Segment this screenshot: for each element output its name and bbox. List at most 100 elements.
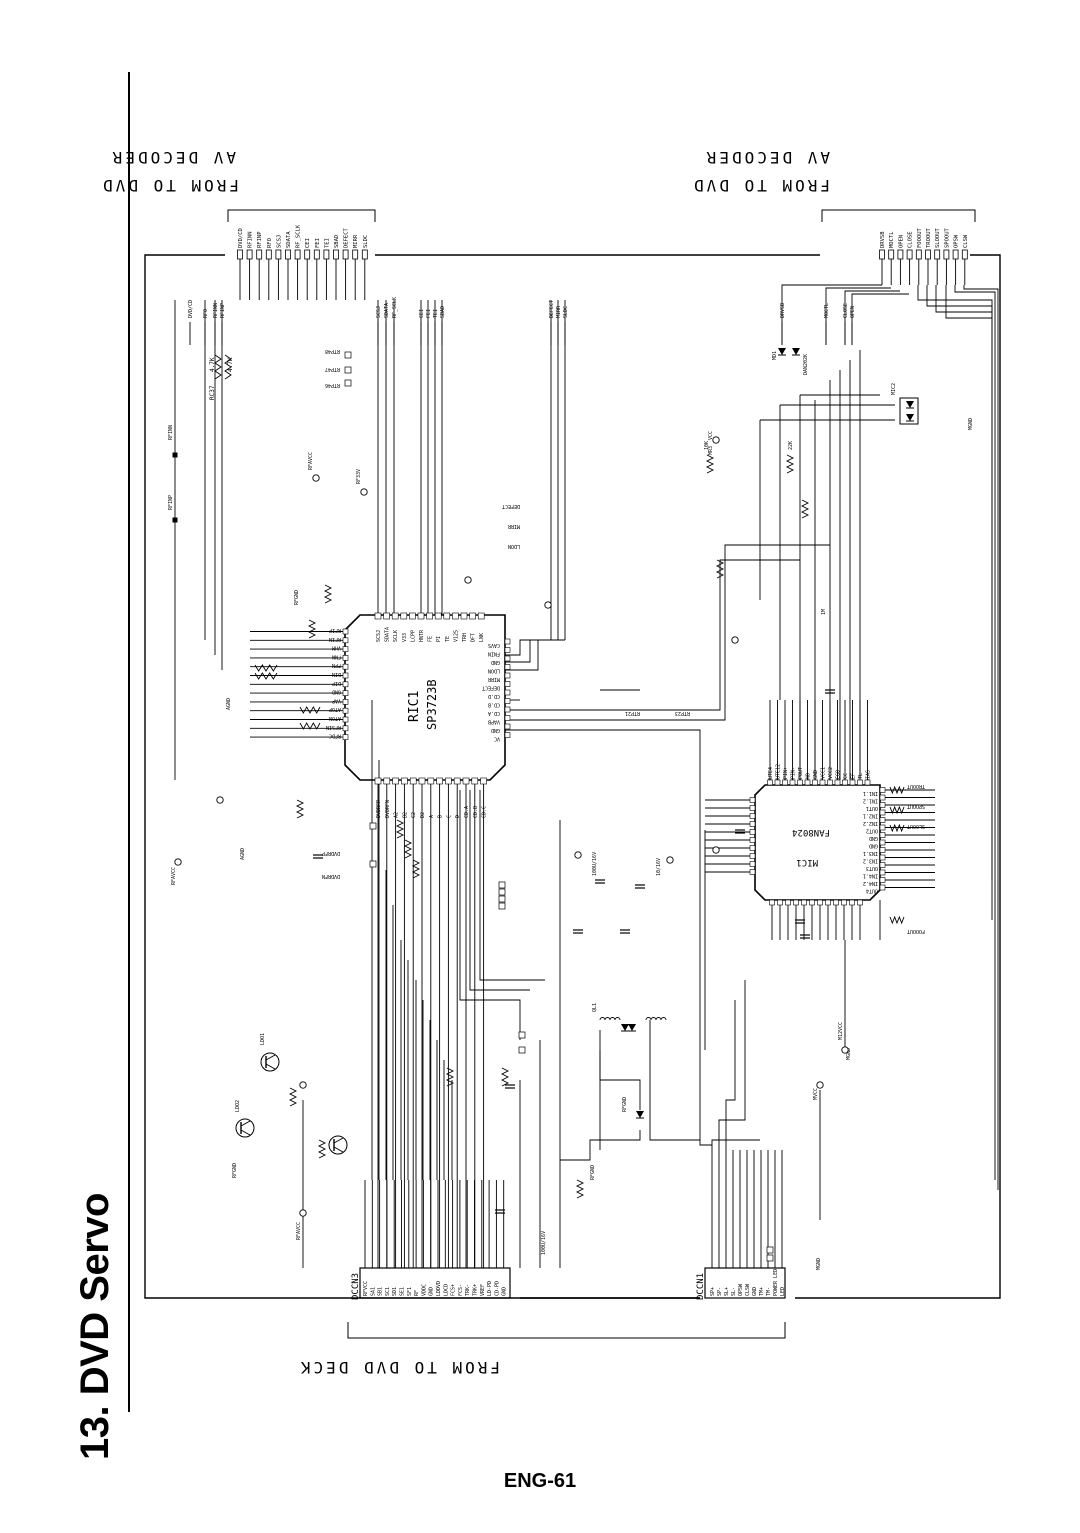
ric1-pin (342, 699, 349, 705)
diode-md1 (792, 348, 800, 355)
diode (906, 414, 914, 421)
ric1-pin-label: LCPP (410, 630, 416, 642)
mic1-pin (857, 899, 863, 906)
top-left-signal-label: DEFECT (344, 227, 350, 248)
ric1-pin-label: ATON (329, 715, 341, 721)
part-label: MIC2 (891, 383, 897, 395)
dccn3-pin-label: VDDC (421, 1284, 427, 1296)
mic1-pin (749, 869, 756, 875)
connector-pin (237, 249, 243, 260)
ric1-pin (504, 664, 511, 670)
mic1-pin-label: MUTE12 (776, 764, 782, 782)
connector-pin (304, 249, 311, 260)
dccn3-label: DCCN3 (351, 1273, 361, 1300)
opsw-route (954, 285, 996, 1180)
transistor-ldo1 (265, 1063, 276, 1070)
rfavcc-node-8 (574, 851, 582, 859)
ric1-pin-label: FPN (332, 662, 341, 668)
connector-pin (952, 249, 959, 260)
mic1-pin-label: IN2.1 (863, 813, 878, 819)
test-pad (498, 881, 506, 889)
ric1-pin (504, 706, 511, 713)
test-pad (766, 1254, 774, 1262)
ric1-pin (504, 723, 511, 730)
test-pad (498, 902, 506, 910)
top-left-signal-label: FEI (315, 238, 321, 248)
top-left-signal-label: SLDC (363, 235, 369, 248)
group-label-top-left-line2: AV DECODER (110, 148, 236, 167)
ric1-pin-label: TRH (462, 633, 468, 642)
mic1-pin-label: REGO (836, 770, 842, 782)
mic2-chip (899, 397, 919, 425)
dccn1-label: DCCN1 (696, 1273, 706, 1300)
ric1-pin-label: B (438, 815, 444, 818)
ric1-pin-label: VHM (332, 645, 341, 651)
mic1-pin (841, 899, 847, 906)
ric1-pin (342, 690, 349, 696)
top-right-signal-label: OPEN (898, 235, 904, 248)
dccn1-pin-label: SL+ (724, 1287, 730, 1296)
net-label: RTP21 (625, 710, 640, 716)
ric1-pin-label: RFIP (329, 627, 341, 633)
net-label: RTP23 (675, 710, 690, 716)
part-label: RC37 (209, 385, 216, 400)
ric1-pin (504, 698, 511, 704)
resistor (254, 672, 278, 680)
mic1-pin (749, 797, 756, 803)
ric1-pin-label: DIP (332, 680, 341, 686)
net-label: M12VCC (838, 1022, 844, 1040)
mic1-pin (879, 884, 886, 891)
ric1-pin-label: B2 (402, 812, 408, 818)
ric1-part: SP3723B (425, 679, 439, 730)
top-left-signal-label: CEI (305, 238, 311, 248)
resistor (403, 839, 413, 859)
resistor (889, 785, 905, 795)
connector-pin (897, 249, 904, 260)
ric1-pin (342, 716, 349, 723)
mic1-pin-label: OPIN+ (783, 767, 789, 782)
mic1-pin (749, 821, 756, 827)
top-right-signal-label: DRVSB (880, 231, 886, 248)
ric1-inner-label: LDON (488, 668, 500, 674)
net-label: DVDRFN (322, 873, 340, 879)
top-right-signal-label: CLSW (963, 234, 969, 248)
resistor (500, 1067, 510, 1087)
mic1-pin (801, 899, 807, 906)
dccn1-pin-label: OPSW (738, 1283, 744, 1296)
ric1-pin (504, 647, 511, 653)
ric1-pin-label: DFT (471, 633, 477, 642)
ric1-pin (417, 612, 425, 620)
top-left-signal-label: RF_SCLK (296, 224, 302, 248)
mic1-pin-label: BIAS (866, 770, 872, 782)
mic1-pin-label: IN1.1 (863, 790, 878, 796)
mic1-name: MIC1 (796, 857, 818, 867)
bus-label: SDATA (384, 303, 390, 318)
group-label-top-right-line2: AV DECODER (704, 148, 830, 167)
ric1-pin-label: D (455, 815, 461, 818)
ric1-pin (443, 612, 451, 620)
mic1-pin (793, 899, 799, 906)
ric1-inner-label: MIRR (487, 676, 500, 682)
mic1-pin (804, 779, 811, 786)
net-label: RFAVCC (171, 867, 177, 885)
connector-pin (961, 249, 968, 260)
bus-label: DRVSB (780, 303, 786, 318)
title-rule (128, 72, 130, 1412)
ric1-pin (392, 777, 399, 785)
dccn3-route-a (459, 790, 521, 1040)
resistor (889, 823, 905, 833)
mic1-pin (879, 787, 886, 793)
dccn3-pin-label: SA1 (370, 1287, 376, 1296)
mic1-pin-label: OUT4 (866, 888, 878, 894)
bus-label: RFINP (220, 303, 226, 318)
ric1-pin (504, 715, 511, 721)
mic1-pin (782, 779, 788, 786)
dccn1-pin-label: TM+ (759, 1287, 765, 1296)
vcc-node (712, 846, 720, 854)
ric1-inner-label: CD.D (488, 693, 500, 699)
connector-pin (943, 249, 950, 260)
dccn1-pin-label: POWER LED (773, 1269, 779, 1296)
mic1-pin (879, 809, 886, 816)
components (172, 249, 968, 1262)
